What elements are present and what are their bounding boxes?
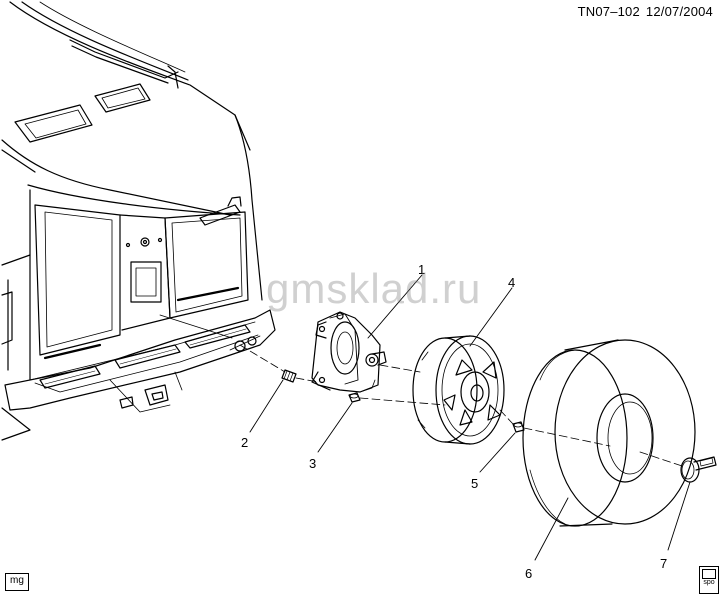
callout-numbers: 1 2 3 4 5 6 7 — [241, 262, 667, 581]
mg-tag: mg — [5, 573, 29, 591]
drawing-reference: TN07–102 12/07/2004 — [572, 4, 713, 19]
callout-6: 6 — [525, 566, 532, 581]
spare-tire-carrier — [311, 311, 387, 393]
spare-wheel — [412, 335, 505, 445]
spare-tire — [522, 339, 696, 527]
wheel-stud — [281, 369, 297, 383]
drawing-code: TN07–102 — [577, 4, 640, 19]
gm-logo: spo — [699, 566, 719, 594]
callout-7: 7 — [660, 556, 667, 571]
spare-tire-lock — [680, 456, 717, 483]
watermark: gmsklad.ru — [266, 265, 482, 312]
drawing-date: 12/07/2004 — [645, 4, 713, 19]
alignment-axis-lines — [239, 344, 683, 467]
carrier-nut — [348, 392, 361, 403]
vehicle-rear — [1, 1, 276, 441]
gm-logo-mark — [702, 569, 716, 579]
callout-4: 4 — [508, 275, 515, 290]
callout-leader-lines — [249, 274, 691, 561]
wheel-lug-nut — [512, 421, 525, 433]
callout-5: 5 — [471, 476, 478, 491]
callout-2: 2 — [241, 435, 248, 450]
gm-logo-text: spo — [703, 579, 715, 586]
callout-3: 3 — [309, 456, 316, 471]
callout-1: 1 — [418, 262, 425, 277]
